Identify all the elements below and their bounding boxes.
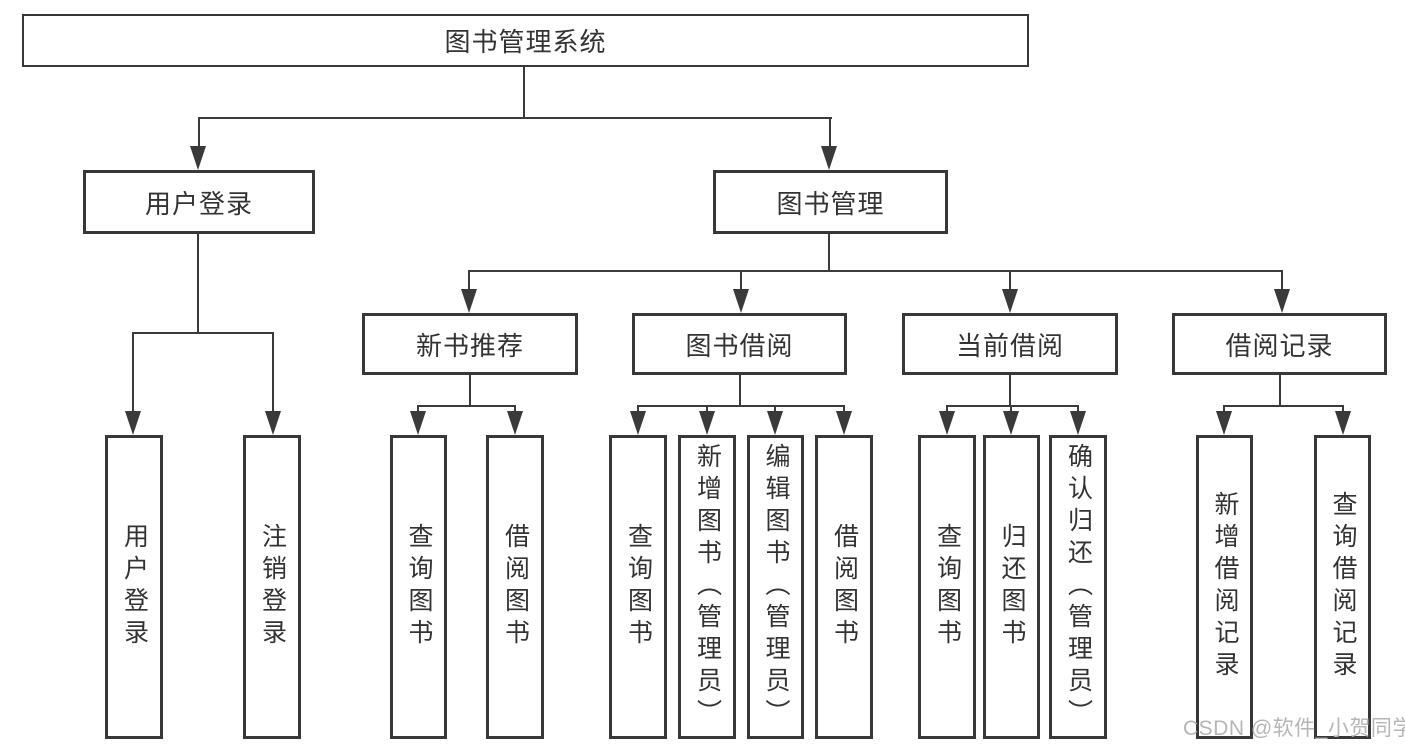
leaf-bb-borrow-books-label: 借阅图书 <box>830 523 859 651</box>
node-current-borrow: 当前借阅 <box>902 313 1118 375</box>
leaf-cb-query-books-label: 查询图书 <box>933 523 962 651</box>
leaf-logout: 注销登录 <box>243 435 301 739</box>
connector-root-branch <box>198 117 832 119</box>
arrowhead-to-leaf-br-query <box>1335 411 1351 435</box>
leaf-br-add-record: 新增借阅记录 <box>1196 435 1253 739</box>
arrowhead-to-borrow-records <box>1274 289 1290 313</box>
leaf-bb-query-books-label: 查询图书 <box>624 523 653 651</box>
connector-book-mgmt-stem <box>828 234 830 272</box>
connector-to-leaf-bb-borrow-stem <box>843 405 845 414</box>
connector-to-leaf-bb-add-stem <box>706 405 708 414</box>
leaf-bb-query-books: 查询图书 <box>609 435 667 739</box>
connector-to-borrow-records-stem <box>1281 270 1283 292</box>
node-new-book-rec-label: 新书推荐 <box>415 330 524 361</box>
connector-user-login-branch <box>132 332 274 334</box>
leaf-bb-add-books-label: 新增图书（管理员） <box>693 443 722 731</box>
connector-root-stem <box>523 67 525 118</box>
connector-new-book-rec-stem <box>469 375 471 407</box>
connector-to-leaf-br-query-stem <box>1342 405 1344 414</box>
connector-to-leaf-logout-stem <box>272 332 274 414</box>
connector-book-borrow-branch <box>637 405 845 407</box>
leaf-logout-label: 注销登录 <box>258 523 287 651</box>
node-user-login: 用户登录 <box>83 170 315 234</box>
connector-current-borrow-branch <box>946 405 1079 407</box>
leaf-br-add-record-label: 新增借阅记录 <box>1211 491 1239 683</box>
node-new-book-rec: 新书推荐 <box>362 313 578 375</box>
connector-to-leaf-cb-confirm-stem <box>1077 405 1079 414</box>
arrowhead-to-new-book-rec <box>461 289 477 313</box>
leaf-bb-borrow-books: 借阅图书 <box>815 435 873 739</box>
connector-to-user-login-stem <box>198 117 200 150</box>
leaf-bb-edit-books: 编辑图书（管理员） <box>747 435 804 739</box>
node-borrow-records: 借阅记录 <box>1172 313 1387 375</box>
connector-to-current-borrow-stem <box>1009 270 1011 292</box>
leaf-cb-confirm-return: 确认归还（管理员） <box>1049 435 1107 739</box>
leaf-cb-return-books-label: 归还图书 <box>998 523 1026 651</box>
connector-new-book-rec-branch <box>417 405 516 407</box>
connector-to-leaf-br-add-stem <box>1223 405 1225 414</box>
arrowhead-to-leaf-cb-query <box>939 411 955 435</box>
connector-borrow-records-stem <box>1279 375 1281 407</box>
connector-to-leaf-user-login-stem <box>132 332 134 414</box>
leaf-cb-return-books: 归还图书 <box>983 435 1040 739</box>
arrowhead-to-user-login <box>190 146 206 170</box>
leaf-cb-confirm-return-label: 确认归还（管理员） <box>1064 443 1093 731</box>
arrowhead-to-book-mgmt <box>821 146 837 170</box>
csdn-watermark: CSDN @软件_小贺同学 <box>1183 717 1405 740</box>
connector-user-login-stem <box>197 234 199 334</box>
leaf-user-login-label: 用户登录 <box>120 523 149 651</box>
leaf-user-login: 用户登录 <box>105 435 163 739</box>
connector-to-new-book-rec-stem <box>468 270 470 292</box>
arrowhead-to-leaf-br-add <box>1216 411 1232 435</box>
connector-to-book-borrow-stem <box>740 270 742 292</box>
connector-to-leaf-cb-query-stem <box>946 405 948 414</box>
arrowhead-to-leaf-bb-query <box>630 411 646 435</box>
arrowhead-to-leaf-rec-borrow <box>507 411 523 435</box>
connector-book-mgmt-branch <box>468 270 1283 272</box>
node-root: 图书管理系统 <box>22 14 1029 67</box>
arrowhead-to-leaf-cb-return <box>1003 411 1019 435</box>
connector-current-borrow-stem <box>1009 375 1011 407</box>
arrowhead-to-leaf-cb-confirm <box>1070 411 1086 435</box>
node-current-borrow-label: 当前借阅 <box>955 330 1064 361</box>
connector-to-book-mgmt-stem <box>829 117 831 150</box>
arrowhead-to-leaf-rec-query <box>410 411 426 435</box>
arrowhead-to-leaf-logout <box>265 411 281 435</box>
leaf-bb-add-books: 新增图书（管理员） <box>678 435 736 739</box>
leaf-br-query-record-label: 查询借阅记录 <box>1329 491 1357 683</box>
node-book-borrow-label: 图书借阅 <box>685 330 794 361</box>
arrowhead-to-current-borrow <box>1002 289 1018 313</box>
connector-to-leaf-bb-query-stem <box>637 405 639 414</box>
leaf-rec-query-books: 查询图书 <box>390 435 447 739</box>
arrowhead-to-leaf-bb-borrow <box>836 411 852 435</box>
node-book-borrow: 图书借阅 <box>632 313 847 375</box>
node-book-mgmt-label: 图书管理 <box>776 188 885 219</box>
leaf-rec-borrow-books-label: 借阅图书 <box>501 523 530 651</box>
leaf-br-query-record: 查询借阅记录 <box>1314 435 1371 739</box>
arrowhead-to-book-borrow <box>733 289 749 313</box>
node-borrow-records-label: 借阅记录 <box>1225 330 1334 361</box>
connector-to-leaf-rec-query-stem <box>417 405 419 414</box>
leaf-bb-edit-books-label: 编辑图书（管理员） <box>762 443 790 731</box>
arrowhead-to-leaf-bb-add <box>699 411 715 435</box>
connector-to-leaf-bb-edit-stem <box>774 405 776 414</box>
arrowhead-to-leaf-user-login <box>125 411 141 435</box>
node-book-mgmt: 图书管理 <box>713 170 948 234</box>
connector-book-borrow-stem <box>739 375 741 407</box>
node-root-label: 图书管理系统 <box>444 27 607 57</box>
leaf-cb-query-books: 查询图书 <box>918 435 976 739</box>
connector-borrow-records-branch <box>1223 405 1344 407</box>
node-user-login-label: 用户登录 <box>144 188 253 219</box>
arrowhead-to-leaf-bb-edit <box>767 411 783 435</box>
leaf-rec-borrow-books: 借阅图书 <box>486 435 544 739</box>
leaf-rec-query-books-label: 查询图书 <box>405 523 433 651</box>
connector-to-leaf-cb-return-stem <box>1010 405 1012 414</box>
connector-to-leaf-rec-borrow-stem <box>514 405 516 414</box>
